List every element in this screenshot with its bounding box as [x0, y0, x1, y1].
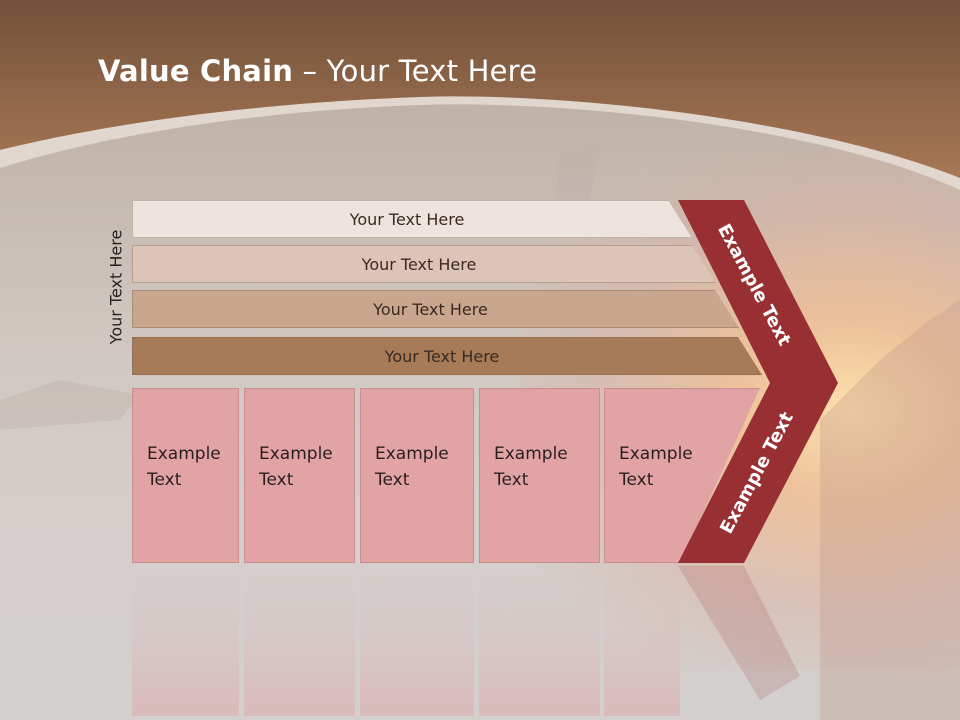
layer-bar-4: Your Text Here — [132, 337, 762, 375]
activity-box-1-line1: Example — [147, 444, 221, 464]
layer-bar-2-label: Your Text Here — [361, 254, 477, 274]
layer-bar-3: Your Text Here — [132, 290, 739, 328]
activity-box-5-line2: Text — [619, 470, 654, 490]
activity-box-2-line2: Text — [259, 470, 294, 490]
activity-box-5-line1: Example — [619, 444, 693, 464]
layer-bar-2: Your Text Here — [132, 245, 716, 283]
header-band — [0, 0, 960, 190]
activity-box-1-line2: Text — [147, 470, 182, 490]
layer-bar-1: Your Text Here — [132, 200, 692, 238]
activity-box-3-line2: Text — [375, 470, 410, 490]
layer-bar-3-label: Your Text Here — [373, 299, 488, 319]
activity-box-4-line2: Text — [494, 470, 529, 490]
activity-box-3-line1: Example — [375, 444, 449, 464]
layer-bar-1-label: Your Text Here — [349, 209, 465, 229]
activity-box-4-line1: Example — [494, 444, 568, 464]
layer-bar-4-label: Your Text Here — [384, 346, 500, 366]
activity-box-2-line1: Example — [259, 444, 333, 464]
page-title: Value Chain – Your Text Here — [98, 54, 538, 88]
